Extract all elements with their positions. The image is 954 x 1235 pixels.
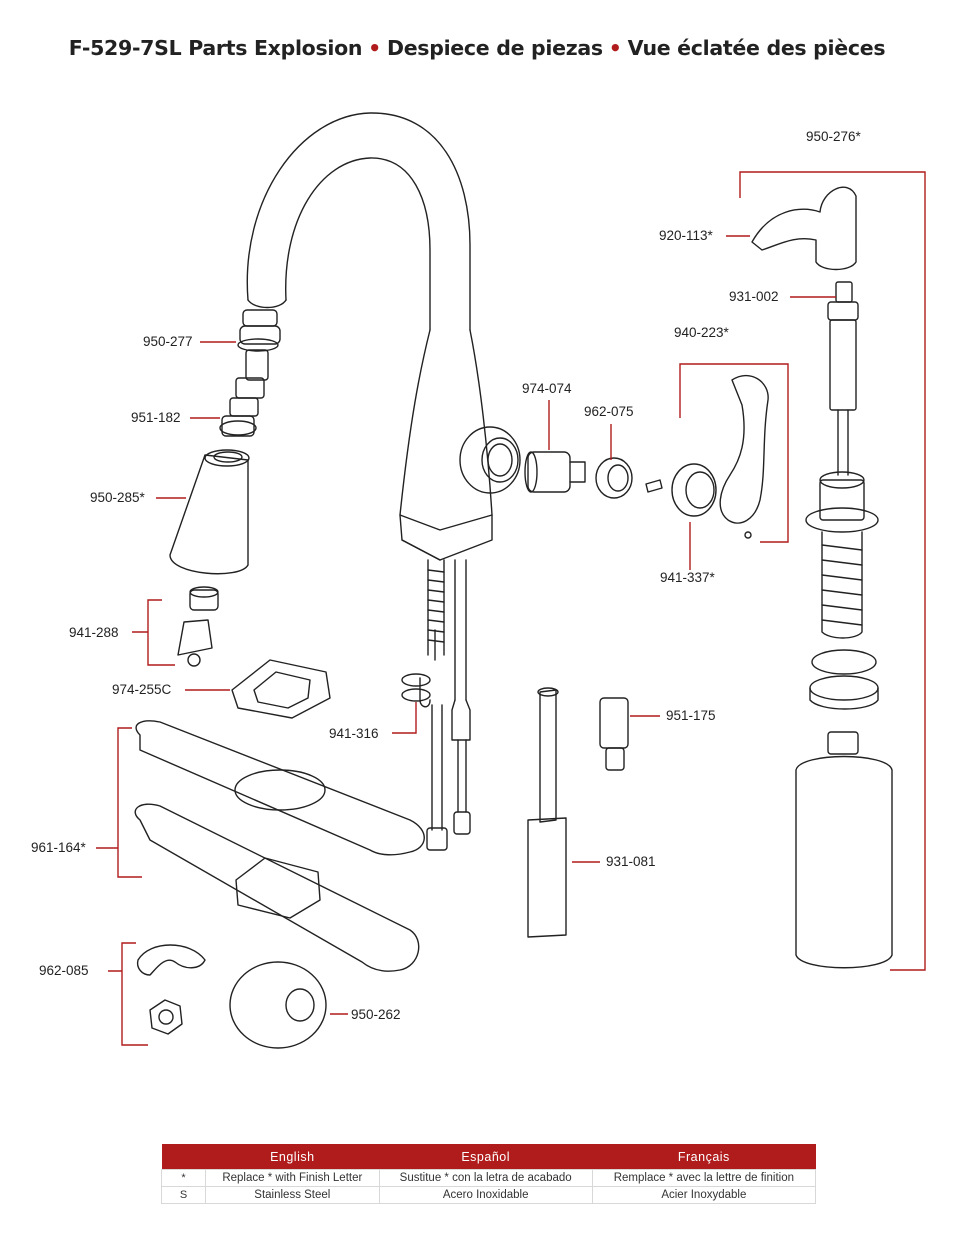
- legend-key: S: [161, 1186, 206, 1204]
- valve-insert: [599, 697, 629, 771]
- legend-row: S Stainless Steel Acero Inoxidable Acier…: [161, 1186, 817, 1204]
- label-951-182: 951-182: [131, 410, 181, 425]
- legend-header-row: English Español Français: [161, 1144, 816, 1170]
- label-974-255C: 974-255C: [112, 682, 172, 697]
- soap-dispenser: [751, 186, 893, 969]
- legend-cell-french: Acier Inoxydable: [591, 1186, 817, 1204]
- label-962-075: 962-075: [584, 404, 634, 419]
- title-french: Vue éclatée des pièces: [627, 36, 886, 60]
- title-separator: •: [608, 36, 622, 60]
- callout-leaders: [96, 171, 926, 1046]
- legend-cell-english: Stainless Steel: [205, 1186, 380, 1204]
- installation-tool: [527, 687, 567, 938]
- title-spanish: Despiece de piezas: [386, 36, 603, 60]
- label-950-277: 950-277: [143, 334, 193, 349]
- finish-legend-table: English Español Français * Replace * wit…: [161, 1144, 817, 1204]
- title-english: F-529-7SL Parts Explosion: [68, 36, 363, 60]
- legend-key: *: [161, 1169, 206, 1187]
- spray-head-assembly: [169, 309, 281, 575]
- label-941-288: 941-288: [69, 625, 119, 640]
- label-941-316: 941-316: [329, 726, 379, 741]
- handle: [719, 374, 769, 539]
- legend-header-english: English: [205, 1144, 380, 1170]
- label-951-175: 951-175: [666, 708, 716, 723]
- cartridge: [524, 451, 717, 517]
- legend-cell-french: Remplace * avec la lettre de finition: [591, 1169, 817, 1187]
- legend-row: * Replace * with Finish Letter Sustitue …: [161, 1169, 817, 1187]
- label-931-081: 931-081: [606, 854, 656, 869]
- page-title: F-529-7SL Parts Explosion•Despiece de pi…: [0, 36, 954, 60]
- legend-header-key: [161, 1144, 206, 1170]
- label-974-074: 974-074: [522, 381, 572, 396]
- label-961-164: 961-164*: [31, 840, 86, 855]
- title-separator: •: [368, 36, 381, 60]
- legend-header-spanish: Español: [379, 1144, 593, 1170]
- label-940-223: 940-223*: [674, 325, 729, 340]
- gasket: [231, 659, 331, 719]
- label-950-276: 950-276*: [806, 129, 861, 144]
- label-941-337: 941-337*: [660, 570, 715, 585]
- legend-cell-english: Replace * with Finish Letter: [205, 1169, 380, 1187]
- label-950-262: 950-262: [351, 1007, 401, 1022]
- mounting-hardware: [136, 673, 431, 1049]
- legend-header-french: Français: [592, 1144, 816, 1170]
- label-962-085: 962-085: [39, 963, 89, 978]
- legend-cell-spanish: Acero Inoxidable: [378, 1186, 593, 1204]
- aerator: [177, 586, 219, 667]
- supply-lines: [426, 559, 471, 851]
- label-931-002: 931-002: [729, 289, 779, 304]
- deck-plate: [134, 720, 425, 972]
- label-920-113: 920-113*: [659, 228, 713, 243]
- legend-cell-spanish: Sustitue * con la letra de acabado: [378, 1169, 593, 1187]
- faucet-spout: [246, 112, 521, 561]
- label-950-285: 950-285*: [90, 490, 145, 505]
